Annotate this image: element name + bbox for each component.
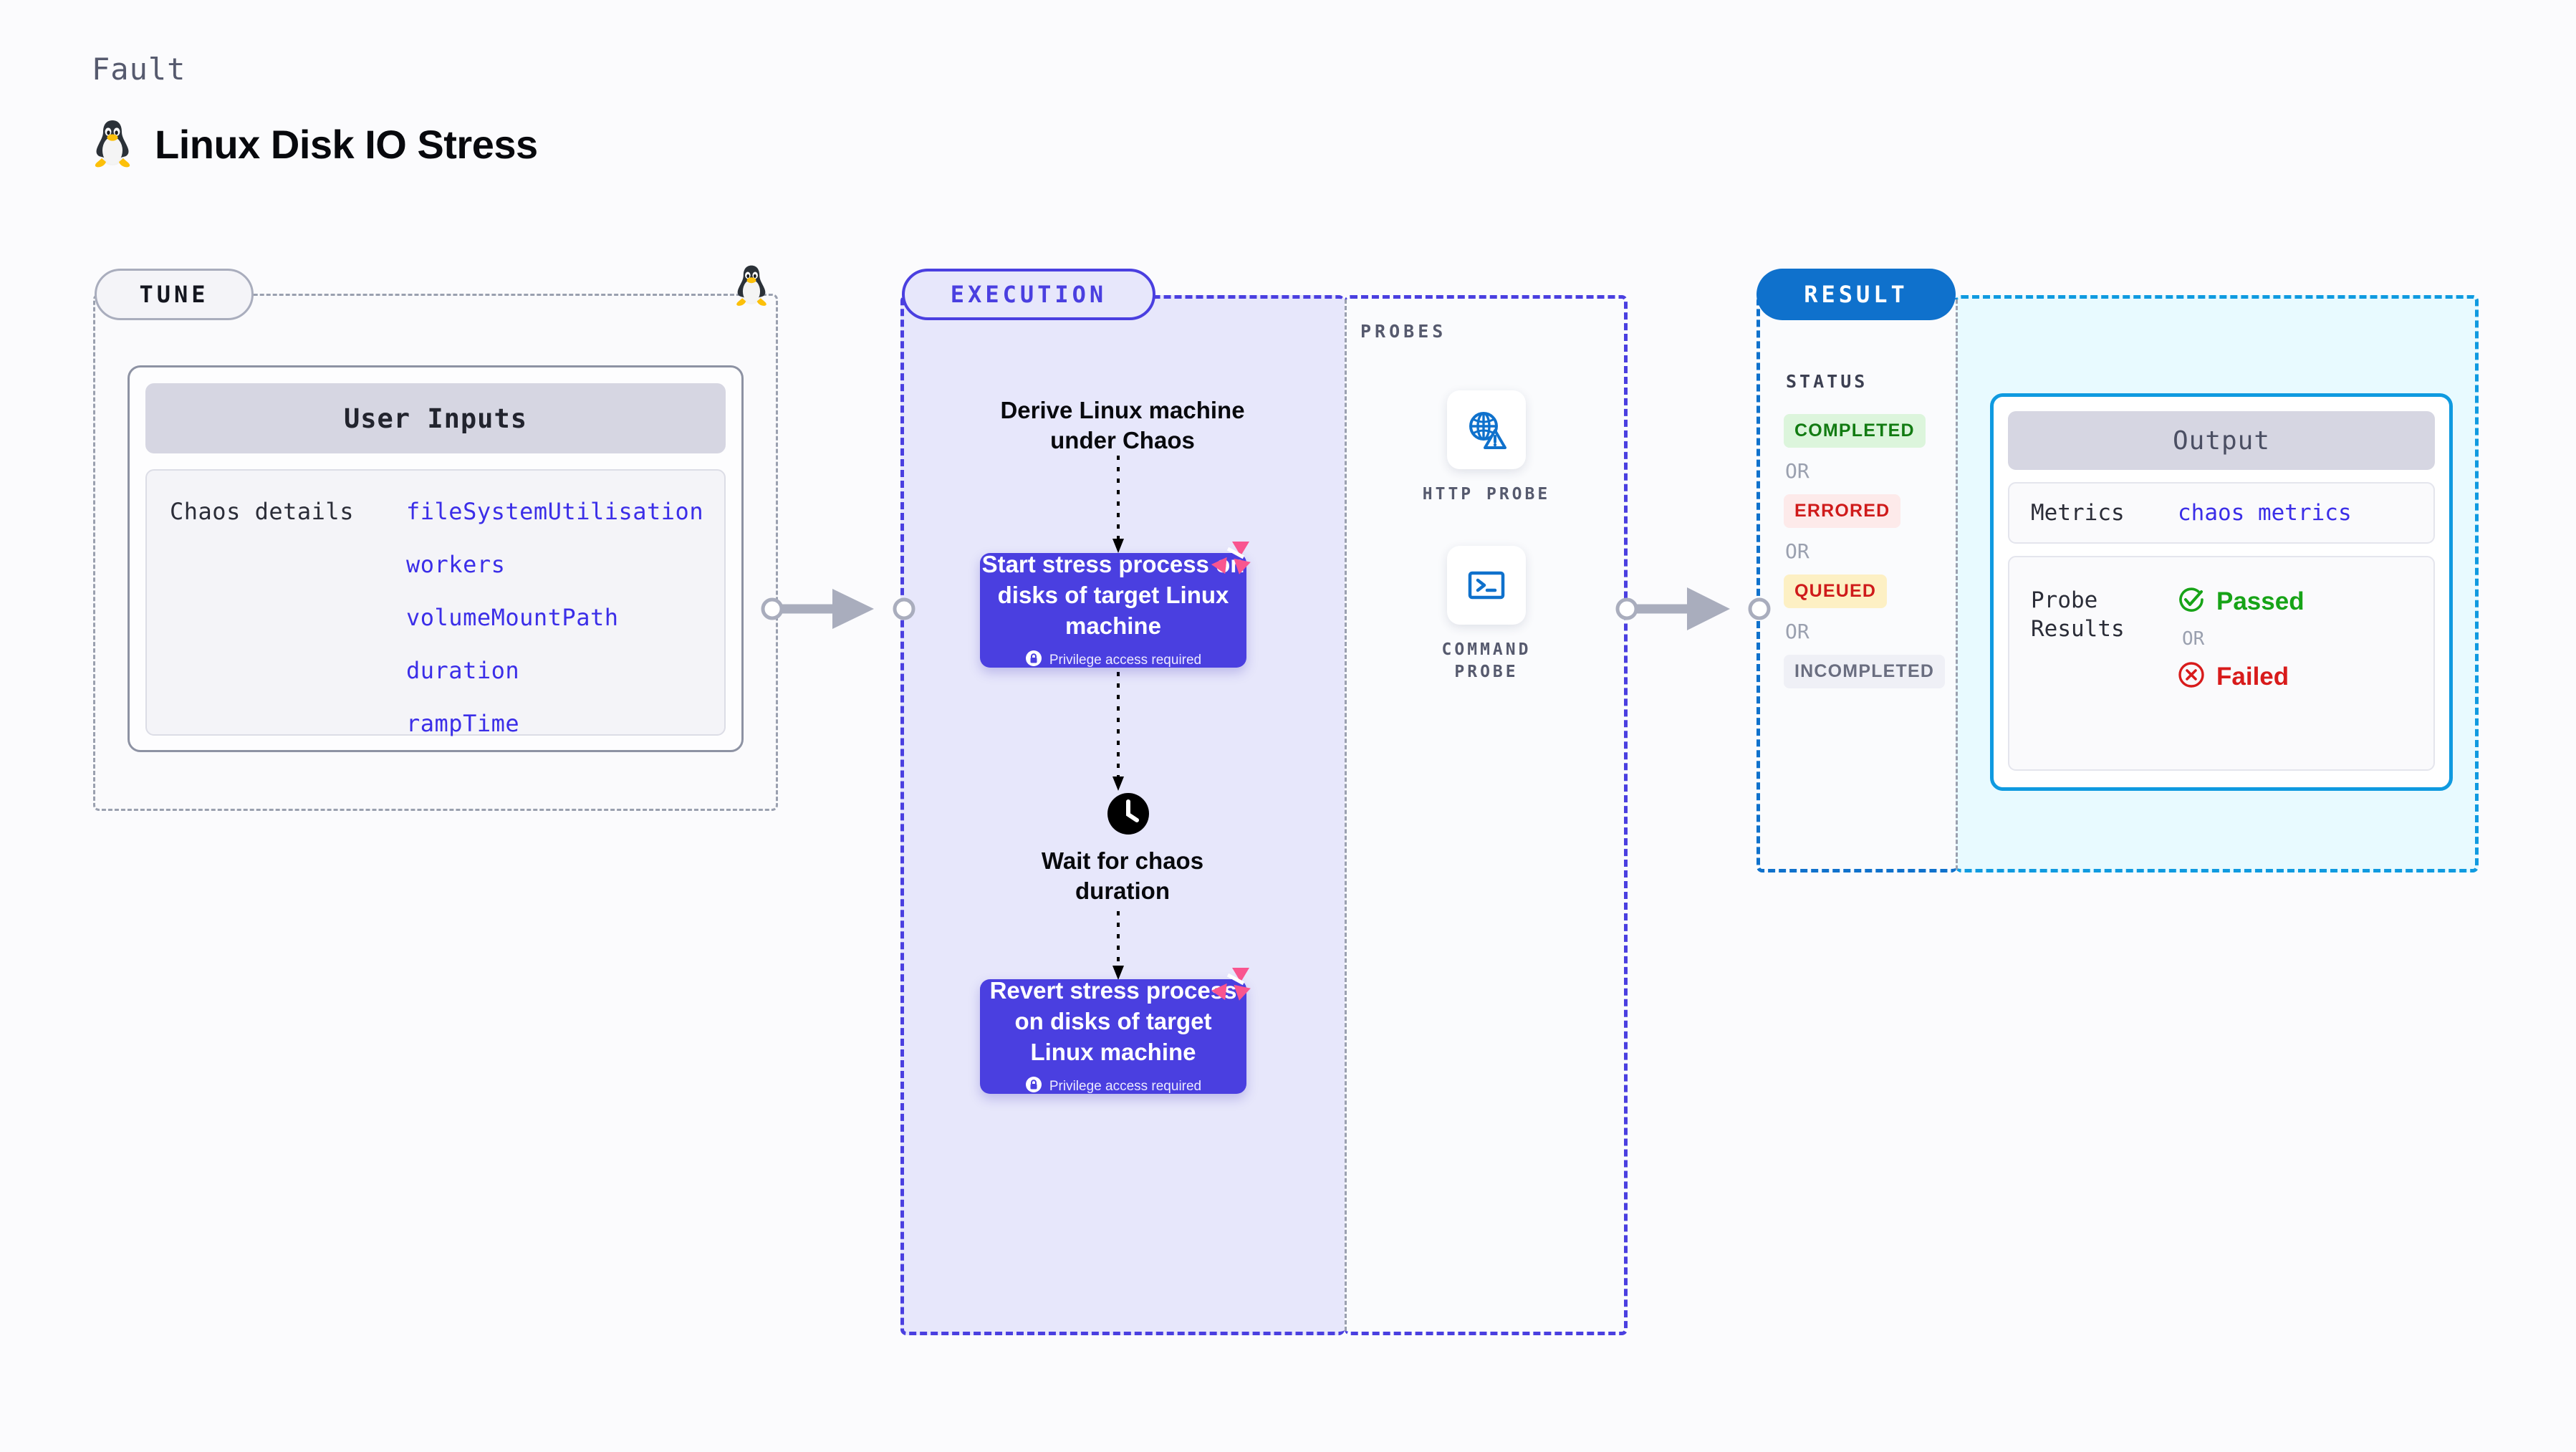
privilege-note: Privilege access required [1025,650,1201,671]
linux-penguin-icon [92,118,133,170]
param-ramptime[interactable]: rampTime [406,710,520,737]
step-derive-line1: Derive Linux machine [1000,397,1245,423]
probe-label-command-line2: PROBE [1454,663,1519,682]
output-row-probe-results: Probe Results Passed OR [2008,556,2435,771]
result-badge: RESULT [1756,269,1956,320]
user-inputs-header: User Inputs [145,383,726,453]
user-inputs-card: User Inputs Chaos details fileSystemUtil… [128,365,744,752]
privilege-text: Privilege access required [1049,652,1202,668]
step-wait-line1: Wait for chaos [1041,847,1204,874]
probe-results-key-line2: Results [2031,616,2125,643]
param-filesystemutilisation[interactable]: fileSystemUtilisation [406,498,704,525]
or-separator: OR [2182,628,2205,650]
or-separator: OR [1785,539,1810,563]
passed-label: Passed [2216,587,2305,615]
privilege-text: Privilege access required [1049,1078,1202,1094]
probe-results-key-line1: Probe [2031,587,2098,613]
lock-icon [1025,1076,1042,1097]
step-start-stress-title: Start stress process on disks of target … [981,551,1245,639]
param-volumemountpath[interactable]: volumeMountPath [406,604,619,631]
x-circle-icon [2178,661,2205,692]
page-kicker: Fault [92,52,186,87]
failed-label: Failed [2216,662,2289,691]
status-badge-queued: QUEUED [1784,574,1888,608]
tune-badge: TUNE [95,269,254,320]
user-inputs-body: Chaos details fileSystemUtilisation work… [145,469,726,737]
chaos-params-list: fileSystemUtilisation workers volumeMoun… [406,498,704,737]
clock-icon [1107,793,1149,835]
or-separator: OR [1785,620,1810,643]
step-derive-line2: under Chaos [1050,427,1195,454]
arrow-derive-to-start [1112,456,1124,553]
execution-probes-divider [1345,299,1347,1331]
status-badge-incompleted: INCOMPLETED [1784,655,1946,688]
output-row-metrics: Metrics chaos metrics [2008,482,2435,544]
arrow-start-to-wait [1112,672,1124,791]
output-card: Output Metrics chaos metrics Probe Resul… [1990,393,2453,791]
metrics-key: Metrics [2031,499,2125,526]
metrics-value[interactable]: chaos metrics [2178,500,2352,526]
probe-results-values: Passed OR Failed [2178,586,2305,692]
litmus-logo-icon [1211,542,1251,574]
probe-label-http: HTTP PROBE [1422,485,1551,504]
probe-result-failed: Failed [2178,661,2305,692]
litmus-logo-icon [1211,968,1251,1001]
probe-result-passed: Passed [2178,586,2305,617]
linux-penguin-icon [734,264,769,312]
terminal-icon [1447,546,1526,625]
or-separator: OR [1785,459,1810,483]
param-duration[interactable]: duration [406,657,520,684]
page-title: Linux Disk IO Stress [155,121,538,167]
result-output-divider [1956,299,1958,870]
status-badge-errored: ERRORED [1784,494,1901,528]
connector-execution-to-result [1615,587,1771,630]
probes-title: PROBES [1360,321,1447,342]
probe-results-key: Probe Results [2031,586,2178,644]
status-title: STATUS [1786,371,1868,392]
step-wait-label: Wait for chaos duration [972,846,1273,906]
globe-warning-icon [1447,390,1526,469]
chaos-details-label: Chaos details [170,498,354,525]
step-revert-stress-box[interactable]: Revert stress process on disks of target… [980,977,1246,1097]
step-wait-line2: duration [1075,878,1170,905]
status-badge-completed: COMPLETED [1784,414,1926,448]
output-card-header: Output [2008,411,2435,470]
step-start-stress-box[interactable]: Start stress process on disks of target … [980,551,1246,671]
check-circle-icon [2178,586,2205,617]
lock-icon [1025,650,1042,671]
connector-tune-to-execution [761,589,915,629]
step-derive-label: Derive Linux machine under Chaos [958,395,1287,456]
status-list: COMPLETED OR ERRORED OR QUEUED OR INCOMP… [1784,414,1948,688]
privilege-note: Privilege access required [1025,1076,1201,1097]
probe-label-command: COMMAND PROBE [1442,639,1532,683]
execution-badge: EXECUTION [902,269,1155,320]
probe-item-http[interactable]: HTTP PROBE [1404,390,1569,506]
probe-label-command-line1: COMMAND [1441,640,1532,659]
arrow-wait-to-revert [1112,911,1124,980]
probe-item-command[interactable]: COMMAND PROBE [1404,546,1569,683]
step-revert-stress-title: Revert stress process on disks of target… [989,977,1237,1065]
page-title-row: Linux Disk IO Stress [92,118,538,170]
param-workers[interactable]: workers [406,551,506,578]
